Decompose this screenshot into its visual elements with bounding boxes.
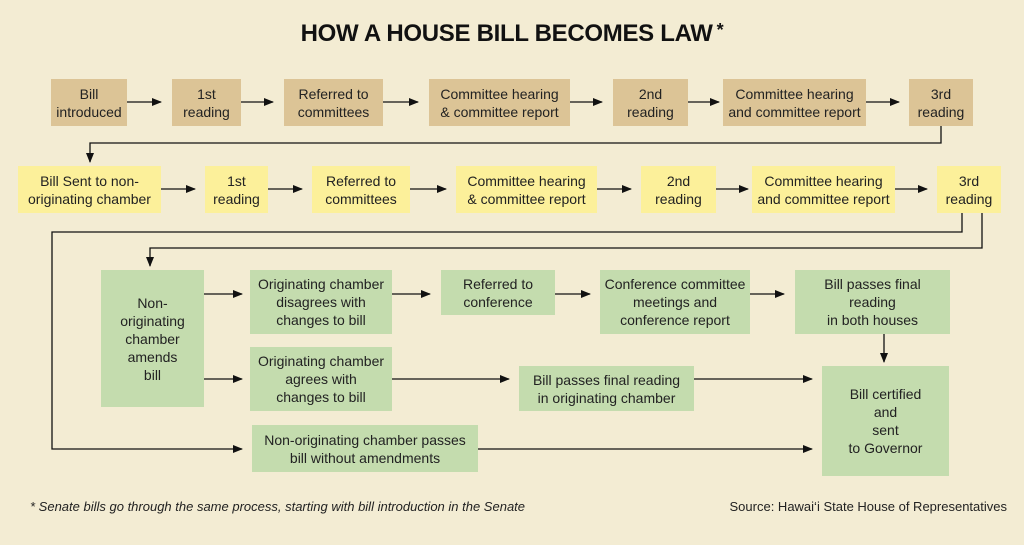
footnote: * Senate bills go through the same proce… — [30, 499, 526, 514]
referred-to-conference-box: Referred to conference — [441, 270, 555, 315]
referred-to-committees-box: Referred to committees — [284, 79, 383, 126]
source-credit: Source: Hawai‘i State House of Represent… — [729, 499, 1007, 514]
committee-hearing-report-box: Committee hearing and committee report — [752, 166, 895, 213]
referred-to-committees-box: Referred to committees — [312, 166, 410, 213]
conference-meetings-box: Conference committee meetings and confer… — [600, 270, 750, 334]
committee-hearing-box: Committee hearing & committee report — [429, 79, 570, 126]
title-asterisk: * — [716, 20, 724, 40]
bill-introduced-box: Bill introduced — [51, 79, 127, 126]
no-amendments-box: Non-originating chamber passes bill with… — [252, 425, 478, 472]
originating-disagrees-box: Originating chamber disagrees with chang… — [250, 270, 392, 334]
third-reading-box: 3rd reading — [909, 79, 973, 126]
bill-sent-box: Bill Sent to non- originating chamber — [18, 166, 161, 213]
page-title: HOW A HOUSE BILL BECOMES LAW* — [0, 20, 1024, 48]
arrow — [86, 126, 942, 163]
arrow — [146, 213, 983, 267]
final-reading-both-box: Bill passes final reading in both houses — [795, 270, 950, 334]
originating-agrees-box: Originating chamber agrees with changes … — [250, 347, 392, 411]
committee-hearing-report-box: Committee hearing and committee report — [723, 79, 866, 126]
third-reading-box: 3rd reading — [937, 166, 1001, 213]
arrow — [51, 213, 963, 453]
first-reading-box: 1st reading — [172, 79, 241, 126]
non-originating-amends-box: Non- originating chamber amends bill — [101, 270, 204, 407]
committee-hearing-box: Committee hearing & committee report — [456, 166, 597, 213]
first-reading-box: 1st reading — [205, 166, 268, 213]
second-reading-box: 2nd reading — [613, 79, 688, 126]
certified-box: Bill certified and sent to Governor — [822, 366, 949, 476]
title-text: HOW A HOUSE BILL BECOMES LAW — [300, 20, 713, 47]
second-reading-box: 2nd reading — [641, 166, 716, 213]
final-reading-originating-box: Bill passes final reading in originating… — [519, 366, 694, 411]
